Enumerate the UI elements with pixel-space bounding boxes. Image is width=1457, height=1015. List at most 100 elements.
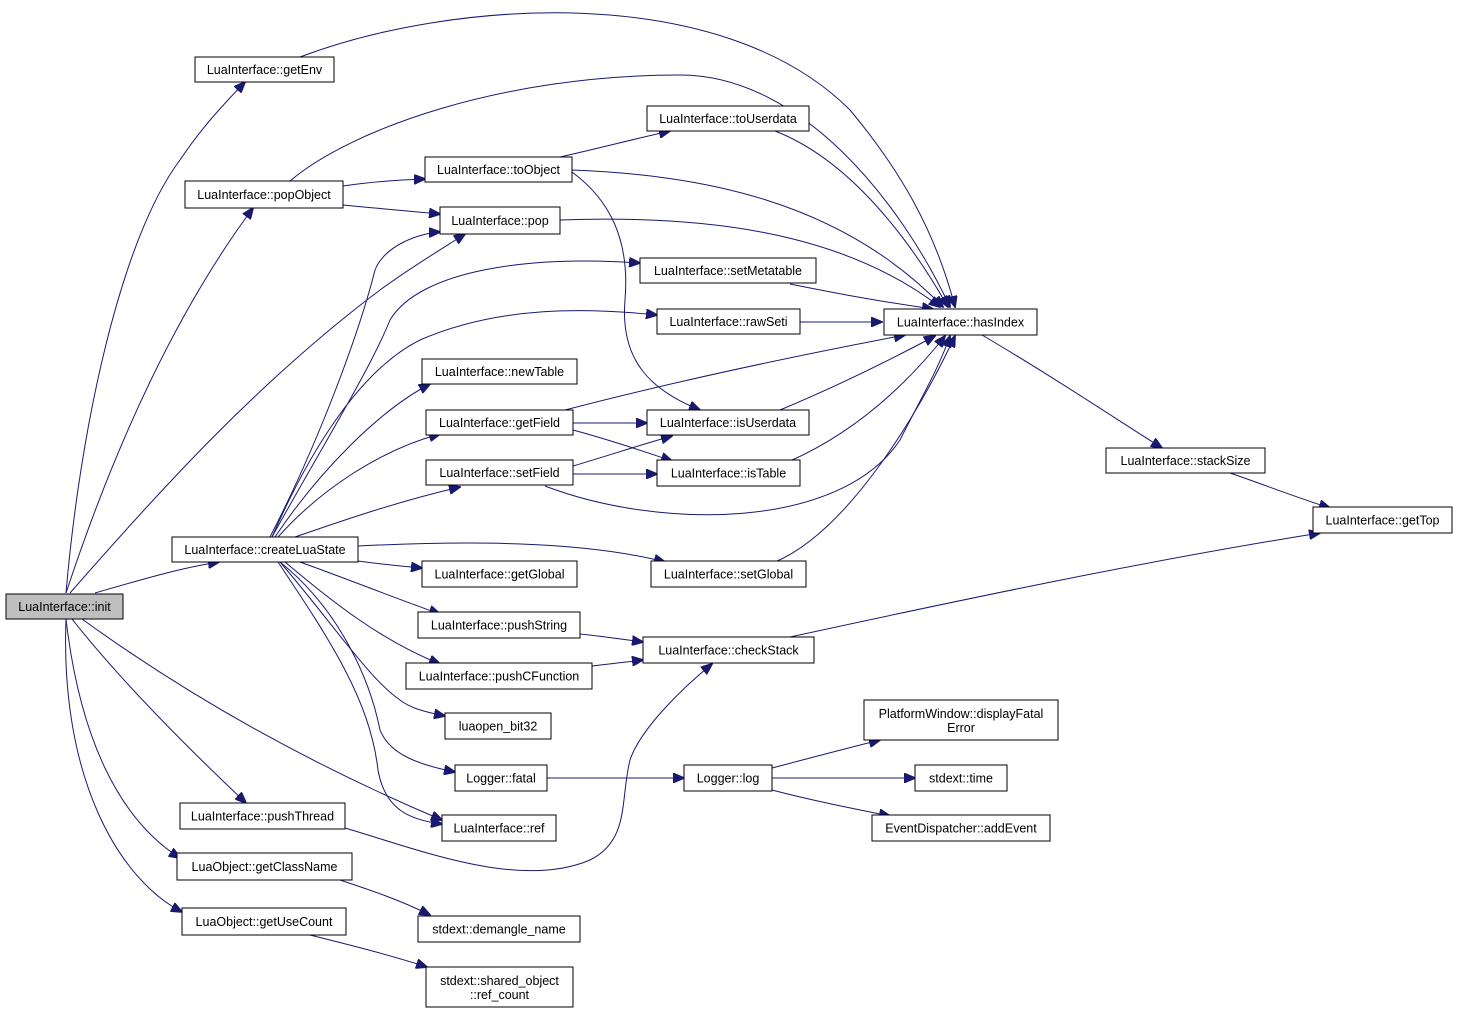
node-box [650, 560, 807, 588]
node-box [424, 156, 573, 183]
node-toUserdata[interactable]: LuaInterface::toUserdata [646, 105, 810, 132]
node-label: LuaInterface::pop [451, 214, 548, 228]
node-demangle_name[interactable]: stdext::demangle_name [417, 915, 581, 943]
node-box [883, 308, 1038, 336]
node-createLuaState[interactable]: LuaInterface::createLuaState [171, 536, 359, 563]
node-setGlobal[interactable]: LuaInterface::setGlobal [650, 560, 807, 588]
edge-createLuaState-setField [294, 487, 460, 538]
node-label: EventDispatcher::addEvent [885, 822, 1037, 836]
node-box [425, 409, 574, 436]
node-getTop[interactable]: LuaInterface::getTop [1312, 506, 1453, 534]
node-box [425, 459, 574, 486]
node-getClassName[interactable]: LuaObject::getClassName [176, 852, 353, 881]
edge-createLuaState-setGlobal [357, 542, 665, 562]
edge-pushCFunction-checkStack [591, 660, 643, 667]
edge-init-ref [81, 618, 442, 820]
node-label: stdext::time [929, 772, 993, 786]
node-getField[interactable]: LuaInterface::getField [425, 409, 574, 436]
edge-toObject-toUserdata [559, 131, 670, 158]
node-box [646, 409, 810, 436]
node-box [5, 593, 124, 620]
edge-getField-hasIndex [564, 335, 905, 411]
edge-createLuaState-newTable [274, 384, 430, 538]
edge-createLuaState-pushCFunction [284, 561, 440, 664]
edge-createLuaState-luaopen_bit32 [279, 561, 445, 716]
node-label: luaopen_bit32 [459, 720, 538, 734]
node-setMetatable[interactable]: LuaInterface::setMetatable [639, 257, 817, 284]
edge-log-addEvent [771, 789, 890, 816]
node-log[interactable]: Logger::log [683, 764, 773, 792]
node-box [646, 105, 810, 132]
edges [65, 12, 1330, 967]
node-pushCFunction[interactable]: LuaInterface::pushCFunction [405, 662, 593, 690]
edge-checkStack-getTop [789, 533, 1320, 638]
node-box [421, 560, 578, 588]
node-label: LuaInterface::isTable [671, 467, 786, 481]
node-time[interactable]: stdext::time [914, 764, 1008, 792]
edge-createLuaState-pushString [299, 561, 440, 614]
edge-createLuaState-rawSeti [271, 311, 657, 538]
edge-setGlobal-hasIndex [774, 336, 955, 563]
edge-init-pushThread [71, 618, 246, 803]
node-label: LuaInterface::popObject [197, 188, 331, 202]
node-label: Logger::fatal [466, 772, 536, 786]
node-box [1105, 447, 1266, 474]
node-isTable[interactable]: LuaInterface::isTable [656, 459, 801, 487]
node-label: LuaInterface::getGlobal [435, 568, 565, 582]
edge-popObject-pop [342, 204, 440, 214]
edge-createLuaState-pop [269, 232, 440, 538]
node-init[interactable]: LuaInterface::init [5, 593, 124, 620]
node-stackSize[interactable]: LuaInterface::stackSize [1105, 447, 1266, 474]
node-pop[interactable]: LuaInterface::pop [439, 206, 561, 235]
node-label: LuaInterface::pushString [431, 619, 567, 633]
node-box [656, 459, 801, 487]
node-getUseCount[interactable]: LuaObject::getUseCount [181, 907, 347, 936]
edge-init-popObject [65, 208, 253, 594]
edge-toObject-isUserdata [571, 171, 700, 410]
node-box [179, 802, 346, 830]
node-pushThread[interactable]: LuaInterface::pushThread [179, 802, 346, 830]
node-label: Logger::log [697, 772, 760, 786]
node-fatal[interactable]: Logger::fatal [454, 764, 548, 792]
node-box [656, 308, 801, 335]
nodes: LuaInterface::init LuaInterface::getEnvLu… [5, 56, 1453, 1008]
node-label: LuaInterface::isUserdata [660, 416, 796, 430]
node-ref[interactable]: LuaInterface::ref [441, 814, 557, 842]
node-newTable[interactable]: LuaInterface::newTable [421, 358, 578, 385]
edge-isUserdata-hasIndex [779, 336, 935, 411]
edge-hasIndex-stackSize [981, 334, 1162, 448]
node-label: LuaInterface::getEnv [207, 63, 323, 77]
edge-isTable-hasIndex [789, 336, 945, 462]
node-box [176, 852, 353, 881]
edge-init-getEnv [65, 82, 245, 594]
node-box [914, 764, 1008, 792]
node-label: LuaInterface::setGlobal [664, 568, 793, 582]
node-popObject[interactable]: LuaInterface::popObject [184, 180, 344, 209]
node-label: PlatformWindow::displayFatal [879, 707, 1044, 721]
node-box [417, 915, 581, 943]
node-rawSeti[interactable]: LuaInterface::rawSeti [656, 308, 801, 335]
node-box [871, 814, 1051, 842]
node-addEvent[interactable]: EventDispatcher::addEvent [871, 814, 1051, 842]
node-luaopen_bit32[interactable]: luaopen_bit32 [444, 712, 552, 740]
edge-toUserdata-hasIndex [774, 130, 948, 307]
node-box [441, 814, 557, 842]
node-ref_count[interactable]: stdext::shared_object::ref_count [425, 966, 574, 1008]
node-isUserdata[interactable]: LuaInterface::isUserdata [646, 409, 810, 436]
edge-log-displayFatalError [771, 740, 880, 769]
edge-stackSize-getTop [1229, 472, 1330, 508]
node-hasIndex[interactable]: LuaInterface::hasIndex [883, 308, 1038, 336]
node-label: LuaInterface::init [18, 600, 111, 614]
node-label: stdext::demangle_name [432, 923, 565, 937]
node-checkStack[interactable]: LuaInterface::checkStack [642, 636, 815, 664]
edge-toObject-hasIndex [571, 169, 943, 307]
node-pushString[interactable]: LuaInterface::pushString [417, 611, 581, 639]
node-toObject[interactable]: LuaInterface::toObject [424, 156, 573, 183]
node-getEnv[interactable]: LuaInterface::getEnv [194, 56, 335, 83]
node-getGlobal[interactable]: LuaInterface::getGlobal [421, 560, 578, 588]
edge-init-createLuaState [94, 562, 219, 594]
node-box [405, 662, 593, 690]
node-setField[interactable]: LuaInterface::setField [425, 459, 574, 486]
